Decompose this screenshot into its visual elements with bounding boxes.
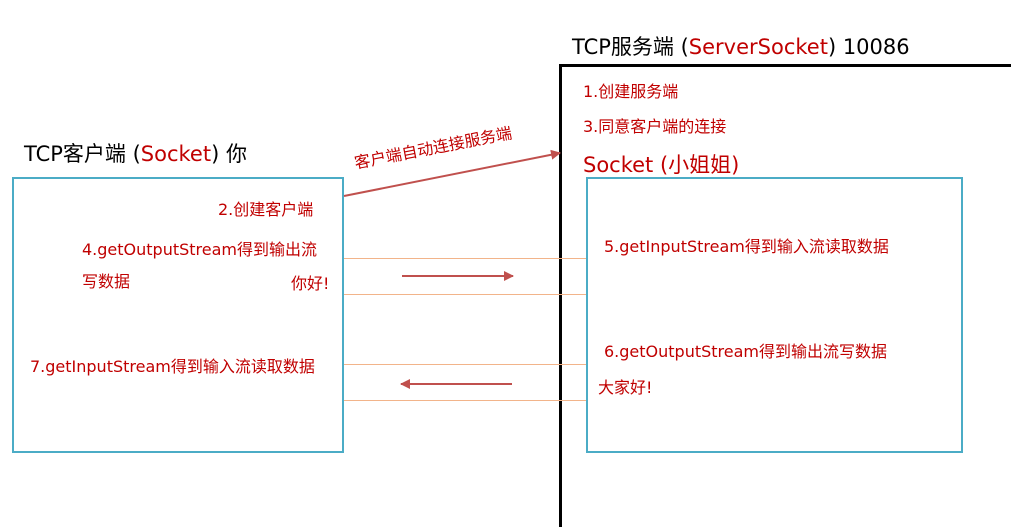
client-title-highlight: Socket [140,142,212,166]
server-title-prefix: TCP服务端 ( [572,35,689,59]
client-title-suffix: ) 你 [211,142,247,166]
server-socket-label: Socket (小姐姐) [583,153,740,177]
connection-arrow [343,149,561,197]
server-socket-box [586,177,963,453]
server-title-highlight: ServerSocket [688,35,828,59]
server-step-5: 5.getInputStream得到输入流读取数据 [604,237,889,256]
client-step-2: 2.创建客户端 [218,200,314,219]
input-channel-bottom-line [344,400,586,401]
server-title: TCP服务端 (ServerSocket) 10086 [572,31,910,61]
client-step-4-line1: 4.getOutputStream得到输出流 [82,240,318,259]
server-step-1: 1.创建服务端 [583,82,679,101]
output-channel-bottom-line [344,294,586,295]
client-step-4-line2: 写数据 [82,272,131,291]
input-channel-top-line [344,364,586,365]
client-title: TCP客户端 (Socket) 你 [24,138,247,168]
client-title-prefix: TCP客户端 ( [24,142,141,166]
output-channel-top-line [344,258,586,259]
client-message: 你好! [291,274,330,293]
server-step-6: 6.getOutputStream得到输出流写数据 [604,342,888,361]
server-title-suffix: ) 10086 [827,35,910,59]
server-step-3: 3.同意客户端的连接 [583,117,727,136]
client-step-7: 7.getInputStream得到输入流读取数据 [30,357,315,376]
server-reply: 大家好! [598,378,653,397]
client-box [12,177,344,453]
server-frame [559,64,1011,527]
